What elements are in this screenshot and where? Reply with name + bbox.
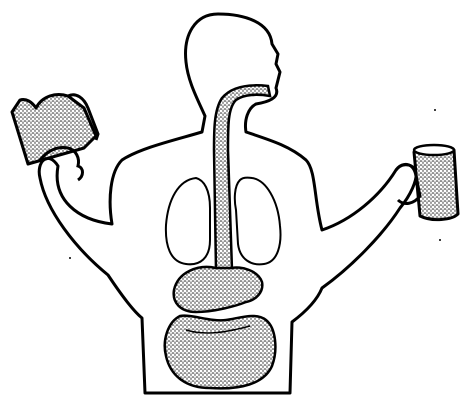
speck bbox=[69, 257, 71, 259]
drink-can bbox=[414, 145, 458, 220]
speck bbox=[434, 109, 436, 111]
stomach bbox=[174, 267, 263, 312]
right-lung bbox=[235, 178, 281, 265]
left-lung bbox=[166, 178, 210, 264]
bread-slice bbox=[12, 95, 98, 165]
intestines bbox=[165, 316, 276, 389]
speck bbox=[439, 239, 441, 241]
